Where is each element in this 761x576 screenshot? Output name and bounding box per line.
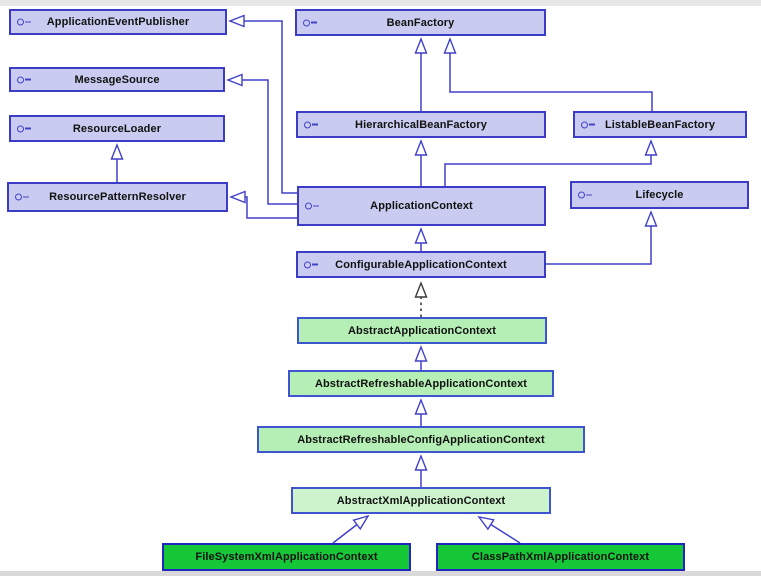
- interface-lollipop-icon: [15, 193, 30, 202]
- class-label: ListableBeanFactory: [604, 118, 716, 131]
- edge-applicationcontext-applicationeventpublisher: [228, 14, 297, 194]
- interface-lollipop-icon: [578, 191, 593, 200]
- class-box-hierarchicalbeanfactory: HierarchicalBeanFactory: [296, 111, 546, 138]
- edge-applicationcontext-resourcepatternresolver: [229, 190, 297, 219]
- class-box-resourceloader: ResourceLoader: [9, 115, 225, 142]
- interface-lollipop-icon: [304, 260, 319, 269]
- class-box-abstractapplicationcontext: AbstractApplicationContext: [297, 317, 547, 344]
- class-box-resourcepatternresolver: ResourcePatternResolver: [7, 182, 228, 212]
- class-label: AbstractRefreshableConfigApplicationCont…: [297, 433, 545, 446]
- bottom-frame-bar: [0, 571, 761, 576]
- class-box-abstractxmlapplicationcontext: AbstractXmlApplicationContext: [291, 487, 551, 514]
- interface-lollipop-icon: [305, 202, 320, 211]
- class-box-listablebeanfactory: ListableBeanFactory: [573, 111, 747, 138]
- class-label: MessageSource: [74, 73, 160, 86]
- class-box-abstractrefreshableconfigapplicationcontext: AbstractRefreshableConfigApplicationCont…: [257, 426, 585, 453]
- class-label: ApplicationContext: [370, 200, 473, 212]
- interface-lollipop-icon: [17, 75, 32, 84]
- class-label: Lifecycle: [635, 189, 684, 201]
- interface-lollipop-icon: [581, 120, 596, 129]
- class-label: ResourceLoader: [72, 122, 162, 135]
- edge-configurableapplicationcontext-lifecycle: [546, 210, 658, 265]
- interface-lollipop-icon: [304, 120, 319, 129]
- interface-lollipop-icon: [17, 124, 32, 133]
- class-box-beanfactory: BeanFactory: [295, 9, 546, 36]
- edge-classpathxml-abstractxml: [477, 515, 521, 544]
- interface-lollipop-icon: [17, 18, 32, 27]
- edge-filesystemxml-abstractxml: [332, 514, 370, 544]
- class-label: ResourcePatternResolver: [49, 191, 186, 203]
- class-label: ClassPathXmlApplicationContext: [471, 551, 650, 563]
- edge-applicationcontext-messagesource: [226, 73, 297, 205]
- class-box-classpathxmlapplicationcontext: ClassPathXmlApplicationContext: [436, 543, 685, 571]
- interface-lollipop-icon: [303, 18, 318, 27]
- class-label: FileSystemXmlApplicationContext: [195, 551, 378, 563]
- edge-applicationcontext-listablebeanfactory: [444, 139, 658, 186]
- class-label: BeanFactory: [386, 16, 455, 29]
- class-box-filesystemxmlapplicationcontext: FileSystemXmlApplicationContext: [162, 543, 411, 571]
- class-box-abstractrefreshableapplicationcontext: AbstractRefreshableApplicationContext: [288, 370, 554, 397]
- class-label: AbstractRefreshableApplicationContext: [314, 377, 528, 390]
- class-label: HierarchicalBeanFactory: [355, 118, 487, 131]
- class-label: ConfigurableApplicationContext: [335, 258, 507, 271]
- class-label: AbstractApplicationContext: [347, 324, 497, 337]
- class-box-applicationeventpublisher: ApplicationEventPublisher: [9, 9, 227, 35]
- class-label: ApplicationEventPublisher: [46, 16, 190, 28]
- top-frame-bar: [0, 0, 761, 6]
- class-box-configurableapplicationcontext: ConfigurableApplicationContext: [296, 251, 546, 278]
- class-label: AbstractXmlApplicationContext: [336, 494, 506, 507]
- class-box-applicationcontext: ApplicationContext: [297, 186, 546, 226]
- class-box-messagesource: MessageSource: [9, 67, 225, 92]
- edge-listablebeanfactory-beanfactory: [443, 37, 653, 111]
- class-box-lifecycle: Lifecycle: [570, 181, 749, 209]
